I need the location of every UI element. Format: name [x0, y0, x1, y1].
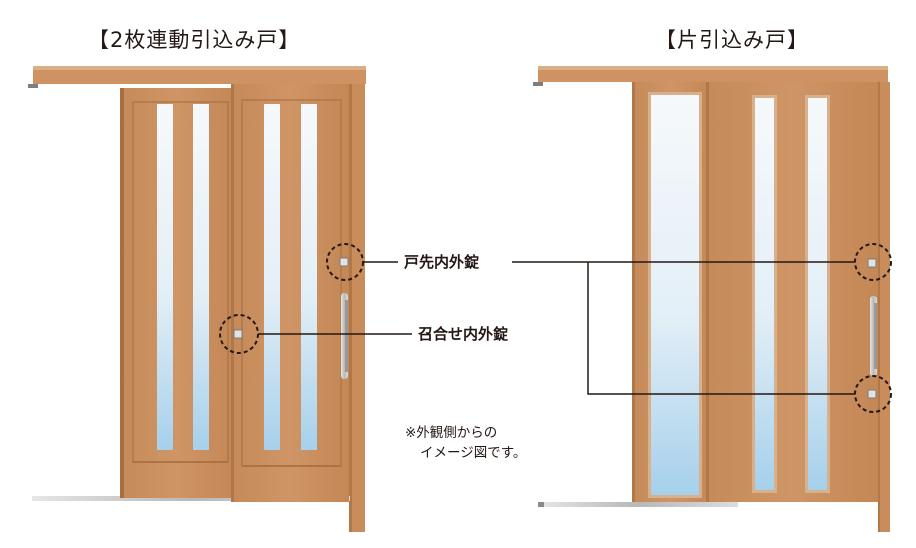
left-door-panel-back	[120, 88, 234, 498]
left-door-handle	[341, 293, 348, 379]
right-tosaki-lock-lower	[867, 389, 877, 399]
leader-lines	[258, 261, 855, 395]
tosaki-lock-label: 戸先内外錠	[404, 253, 480, 271]
right-door-title: 【片引込み戸】	[655, 28, 809, 52]
note-line-1: ※外観側からの	[405, 425, 498, 441]
left-header-rail	[33, 66, 366, 84]
right-floor-rail	[538, 502, 738, 507]
left-door-panel-front	[231, 84, 349, 502]
meshiawase-lock-label: 召合せ内外錠	[418, 325, 509, 343]
single-sliding-door	[533, 66, 892, 532]
right-jamb	[878, 82, 890, 532]
right-fixed-panel	[632, 82, 712, 502]
left-jamb	[349, 84, 365, 532]
right-door-leaf	[706, 82, 878, 502]
right-door-handle	[870, 296, 877, 376]
right-tosaki-lock-upper	[867, 258, 877, 268]
left-meshiawase-lock	[233, 329, 243, 339]
left-door-title: 【2枚連動引込み戸】	[88, 28, 301, 52]
left-tosaki-lock	[339, 257, 349, 267]
note-line-2: イメージ図です。	[420, 445, 527, 461]
left-floor-rail	[32, 496, 350, 501]
linked-sliding-door	[28, 66, 366, 532]
